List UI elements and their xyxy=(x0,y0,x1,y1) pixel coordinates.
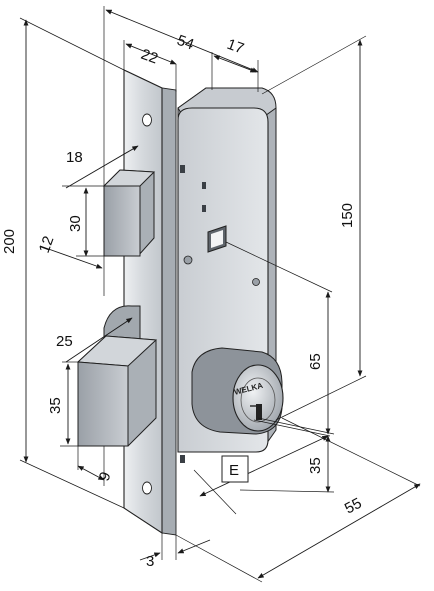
dim-35-cylinder-label: 35 xyxy=(307,457,324,474)
dimension-lines xyxy=(19,6,421,583)
dim-150-label: 150 xyxy=(339,203,356,228)
dim-55-label: 55 xyxy=(342,495,365,518)
screw-icon xyxy=(252,278,260,286)
dim-3-label: 3 xyxy=(146,553,154,570)
dim-9-label: 9 xyxy=(96,470,115,484)
latch-bolt xyxy=(76,335,158,447)
dim-17-label: 17 xyxy=(225,36,246,58)
faceplate xyxy=(123,69,177,536)
case-slot xyxy=(180,455,185,463)
dim-35-latch-label: 35 xyxy=(47,397,64,414)
faceplate-screw-hole xyxy=(142,113,152,127)
dim-18-label: 18 xyxy=(66,149,83,166)
dim-65-label: 65 xyxy=(307,353,324,370)
deadbolt xyxy=(102,169,156,257)
dim-22-label: 22 xyxy=(139,46,160,68)
case-slot xyxy=(202,205,206,212)
dim-e-box: E xyxy=(221,455,249,483)
screw-icon xyxy=(183,255,193,265)
dim-25-label: 25 xyxy=(56,333,73,350)
faceplate-screw-hole xyxy=(142,481,152,495)
key-cylinder: WELKA xyxy=(191,347,284,435)
dim-54-label: 54 xyxy=(175,32,196,54)
dim-e-label: E xyxy=(229,462,239,479)
case-slot xyxy=(202,182,206,189)
dim-12-label: 12 xyxy=(36,234,58,255)
dim-30-label: 30 xyxy=(67,215,84,232)
dim-200-label: 200 xyxy=(1,229,18,254)
case-slot xyxy=(180,165,185,173)
